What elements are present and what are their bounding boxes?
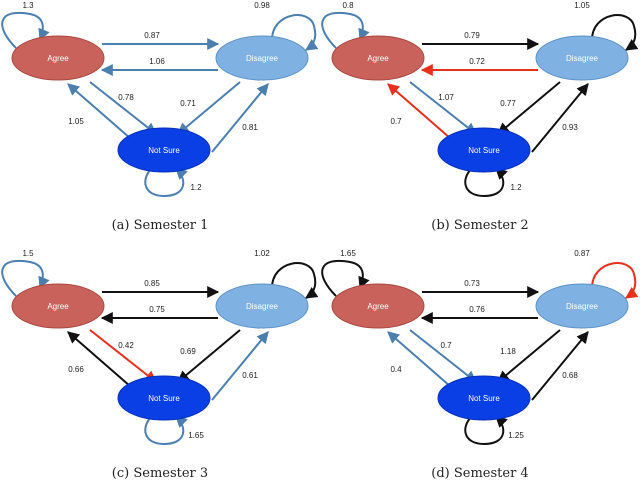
edge-label-notsure-self: 1.2 [510, 183, 522, 192]
edge-notsure-disagree [531, 83, 589, 153]
node-agree [11, 283, 105, 329]
node-agree [331, 283, 425, 329]
node-disagree [215, 283, 309, 329]
node-label-disagree: Disagree [566, 54, 599, 63]
panel-caption: (c) Semester 3 [111, 466, 209, 481]
edge-label-disagree-notsure: 0.77 [500, 99, 516, 108]
diagram-svg: 0.8 1.05 1.2 0.79 0.72 1.07 0.7 0.77 0.93 Agree Di… [321, 1, 639, 198]
diagram-svg: 1.3 0.98 1.2 0.87 1.06 0.78 1.05 0.71 0.81 Agree D… [1, 1, 319, 198]
edge-agree-notsure [409, 81, 477, 135]
edge-disagree-notsure [497, 329, 561, 383]
edge-label-disagree-self: 1.02 [254, 249, 270, 258]
panel-semester-2: 0.8 1.05 1.2 0.79 0.72 1.07 0.7 0.77 0.93 Agree Di… [320, 0, 640, 248]
edge-disagree-self [271, 262, 319, 299]
node-label-agree: Agree [47, 302, 69, 311]
edge-label-agree-notsure: 0.78 [118, 93, 134, 102]
edge-notsure-self [144, 167, 188, 198]
edge-label-disagree-agree: 0.75 [149, 305, 165, 314]
edge-label-disagree-notsure: 1.18 [500, 347, 516, 356]
node-disagree [215, 35, 309, 81]
node-label-not-sure: Not Sure [468, 146, 500, 155]
edge-label-disagree-notsure: 0.71 [180, 99, 196, 108]
node-label-agree: Agree [47, 54, 69, 63]
edge-label-notsure-disagree: 0.93 [562, 123, 578, 132]
diagram-svg: 1.5 1.02 1.65 0.85 0.75 0.42 0.66 0.69 0.61 Agree… [1, 249, 319, 446]
node-label-not-sure: Not Sure [468, 394, 500, 403]
panel-caption: (a) Semester 1 [111, 218, 209, 233]
edge-notsure-disagree [531, 331, 589, 401]
edge-disagree-self [271, 14, 319, 51]
edge-label-disagree-notsure: 0.69 [180, 347, 196, 356]
edge-label-agree-notsure: 0.42 [118, 341, 134, 350]
edge-label-notsure-agree: 0.7 [390, 117, 402, 126]
node-label-agree: Agree [367, 54, 389, 63]
edge-disagree-self [591, 14, 639, 51]
edge-agree-notsure [409, 329, 477, 383]
edge-label-notsure-disagree: 0.81 [242, 123, 258, 132]
edge-agree-self [1, 11, 50, 49]
edge-label-notsure-agree: 0.4 [390, 365, 402, 374]
edge-agree-notsure [89, 329, 157, 383]
edge-label-agree-self: 1.5 [22, 249, 34, 258]
edge-label-disagree-self: 1.05 [574, 1, 590, 10]
edge-label-notsure-disagree: 0.68 [562, 371, 578, 380]
edge-label-notsure-self: 1.65 [188, 431, 204, 440]
node-label-disagree: Disagree [246, 302, 279, 311]
node-label-agree: Agree [367, 302, 389, 311]
node-not-sure [437, 375, 531, 421]
edge-disagree-notsure [497, 81, 561, 135]
node-label-not-sure: Not Sure [148, 394, 180, 403]
node-label-not-sure: Not Sure [148, 146, 180, 155]
node-label-disagree: Disagree [566, 302, 599, 311]
edge-notsure-self [144, 415, 188, 446]
edge-agree-self [321, 259, 370, 297]
node-not-sure [117, 375, 211, 421]
edge-label-notsure-self: 1.25 [508, 431, 524, 440]
edge-label-agree-disagree: 0.87 [144, 31, 160, 40]
edge-disagree-notsure [177, 81, 241, 135]
edge-label-disagree-agree: 0.72 [469, 57, 485, 66]
edge-label-notsure-agree: 1.05 [68, 117, 84, 126]
edge-label-agree-disagree: 0.85 [144, 279, 160, 288]
edge-label-notsure-disagree: 0.61 [242, 371, 258, 380]
edge-notsure-self [464, 415, 508, 446]
node-disagree [535, 35, 629, 81]
edge-agree-notsure [89, 81, 157, 135]
node-agree [331, 35, 425, 81]
node-not-sure [117, 127, 211, 173]
edge-label-agree-notsure: 0.7 [440, 341, 452, 350]
edge-disagree-notsure [177, 329, 241, 383]
edge-disagree-self [591, 262, 639, 299]
panel-semester-4: 1.65 0.87 1.25 0.73 0.76 0.7 0.4 1.18 0.68 Agree D… [320, 248, 640, 496]
edge-label-agree-disagree: 0.79 [464, 31, 480, 40]
edge-agree-self [321, 11, 370, 49]
edge-label-notsure-self: 1.2 [190, 183, 202, 192]
node-agree [11, 35, 105, 81]
edge-label-disagree-agree: 1.06 [149, 57, 165, 66]
edge-label-agree-self: 1.65 [340, 249, 356, 258]
edge-label-agree-self: 1.3 [22, 1, 34, 10]
edge-label-agree-self: 0.8 [342, 1, 354, 10]
node-disagree [535, 283, 629, 329]
edge-label-disagree-self: 0.98 [254, 1, 270, 10]
edge-label-agree-notsure: 1.07 [438, 93, 454, 102]
edge-label-disagree-agree: 0.76 [469, 305, 485, 314]
edge-label-agree-disagree: 0.73 [464, 279, 480, 288]
node-not-sure [437, 127, 531, 173]
edge-notsure-disagree [211, 83, 269, 153]
edge-label-disagree-self: 0.87 [574, 249, 590, 258]
panel-caption: (d) Semester 4 [431, 466, 529, 481]
panel-caption: (b) Semester 2 [431, 218, 529, 233]
panel-semester-1: 1.3 0.98 1.2 0.87 1.06 0.78 1.05 0.71 0.81 Agree D… [0, 0, 320, 248]
node-label-disagree: Disagree [246, 54, 279, 63]
panel-semester-3: 1.5 1.02 1.65 0.85 0.75 0.42 0.66 0.69 0.61 Agree… [0, 248, 320, 496]
edge-notsure-self [464, 167, 508, 198]
edge-agree-self [1, 259, 50, 297]
edge-label-notsure-agree: 0.66 [68, 365, 84, 374]
diagram-svg: 1.65 0.87 1.25 0.73 0.76 0.7 0.4 1.18 0.68 Agree D… [321, 249, 639, 446]
edge-notsure-disagree [211, 331, 269, 401]
